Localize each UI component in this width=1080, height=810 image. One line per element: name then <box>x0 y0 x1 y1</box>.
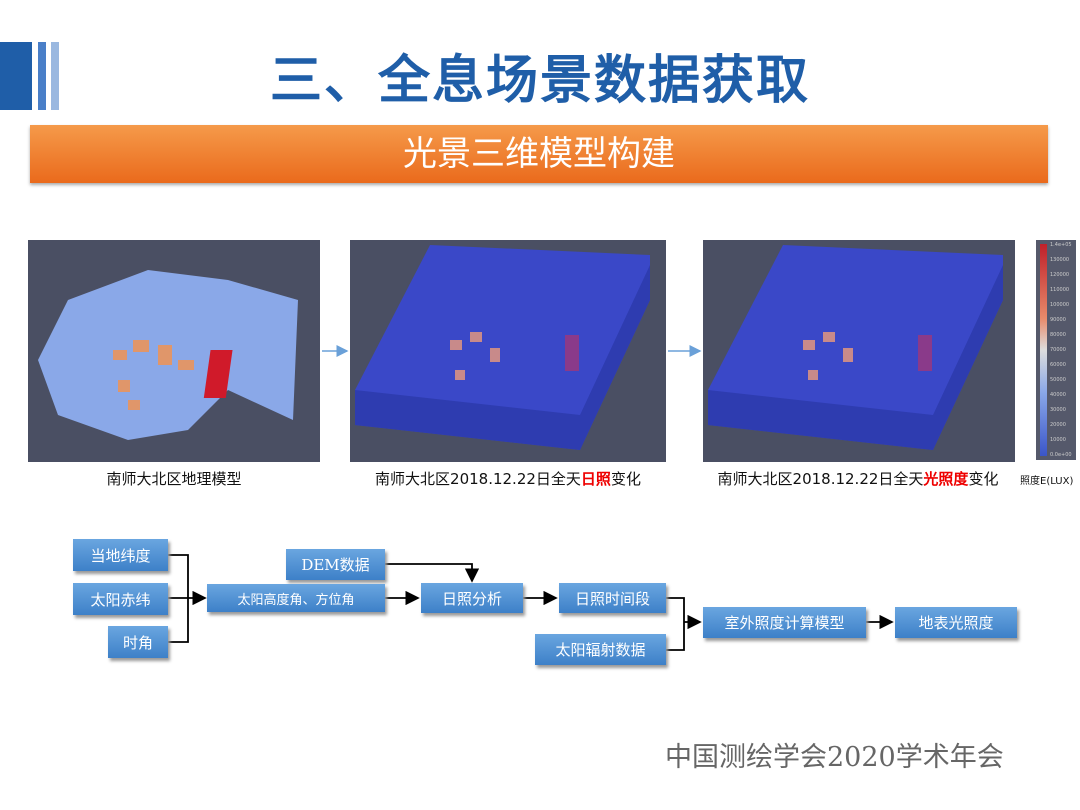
legend-tick: 90000 <box>1050 317 1066 323</box>
box-hour-angle: 时角 <box>108 626 168 658</box>
caption-sunshine: 南师大北区2018.12.22日全天日照变化 <box>340 468 676 489</box>
sunshine-image <box>350 240 666 462</box>
caption-text: 变化 <box>610 470 641 488</box>
decor-bar-mid <box>38 42 46 110</box>
legend-tick: 80000 <box>1050 332 1066 338</box>
legend-tick: 10000 <box>1050 437 1066 443</box>
box-radiation: 太阳辐射数据 <box>535 634 666 665</box>
caption-highlight: 日照 <box>580 470 611 488</box>
legend-tick: 120000 <box>1050 272 1070 278</box>
caption-text: 南师大北区2018.12.22日全天 <box>717 470 924 488</box>
legend-tick: 70000 <box>1050 347 1066 353</box>
legend-tick: 50000 <box>1050 377 1066 383</box>
box-latitude: 当地纬度 <box>73 539 168 571</box>
caption-illuminance: 南师大北区2018.12.22日全天光照度变化 <box>690 468 1026 489</box>
box-declination: 太阳赤纬 <box>73 583 168 615</box>
caption-geo-model: 南师大北区地理模型 <box>106 470 242 488</box>
legend-tick: 30000 <box>1050 407 1066 413</box>
legend-tick: 110000 <box>1050 287 1070 293</box>
page-title: 三、全息场景数据获取 <box>269 51 810 111</box>
section-banner: 光景三维模型构建 <box>30 125 1048 183</box>
footer-conference: 中国测绘学会2020学术年会 <box>665 742 1004 773</box>
legend-tick: 130000 <box>1050 257 1070 263</box>
legend-tick: 20000 <box>1050 422 1066 428</box>
legend-tick: 0.0e+00 <box>1050 452 1072 458</box>
decor-bar-light <box>51 42 59 110</box>
legend-colorbar <box>1040 244 1047 456</box>
legend-tick: 60000 <box>1050 362 1066 368</box>
legend-tick: 1.4e+05 <box>1050 242 1072 248</box>
illuminance-image <box>703 240 1015 462</box>
legend-title: 照度E(LUX) <box>1020 476 1074 487</box>
box-dem: DEM数据 <box>286 549 385 580</box>
decor-bar-dark <box>0 42 32 110</box>
legend-tick: 40000 <box>1050 392 1066 398</box>
box-sun-angle: 太阳高度角、方位角 <box>207 584 385 612</box>
box-illuminance-model: 室外照度计算模型 <box>703 607 866 638</box>
box-sunshine-analysis: 日照分析 <box>421 583 523 613</box>
color-legend: 1.4e+05 130000 120000 110000 100000 90000 8000… <box>1036 240 1076 460</box>
caption-text: 南师大北区2018.12.22日全天 <box>375 470 581 488</box>
box-surface-illuminance: 地表光照度 <box>895 607 1017 638</box>
caption-highlight: 光照度 <box>923 470 969 488</box>
geo-model-image <box>28 240 320 462</box>
caption-text: 变化 <box>968 470 999 488</box>
legend-tick: 100000 <box>1050 302 1070 308</box>
box-sunshine-period: 日照时间段 <box>559 583 666 613</box>
